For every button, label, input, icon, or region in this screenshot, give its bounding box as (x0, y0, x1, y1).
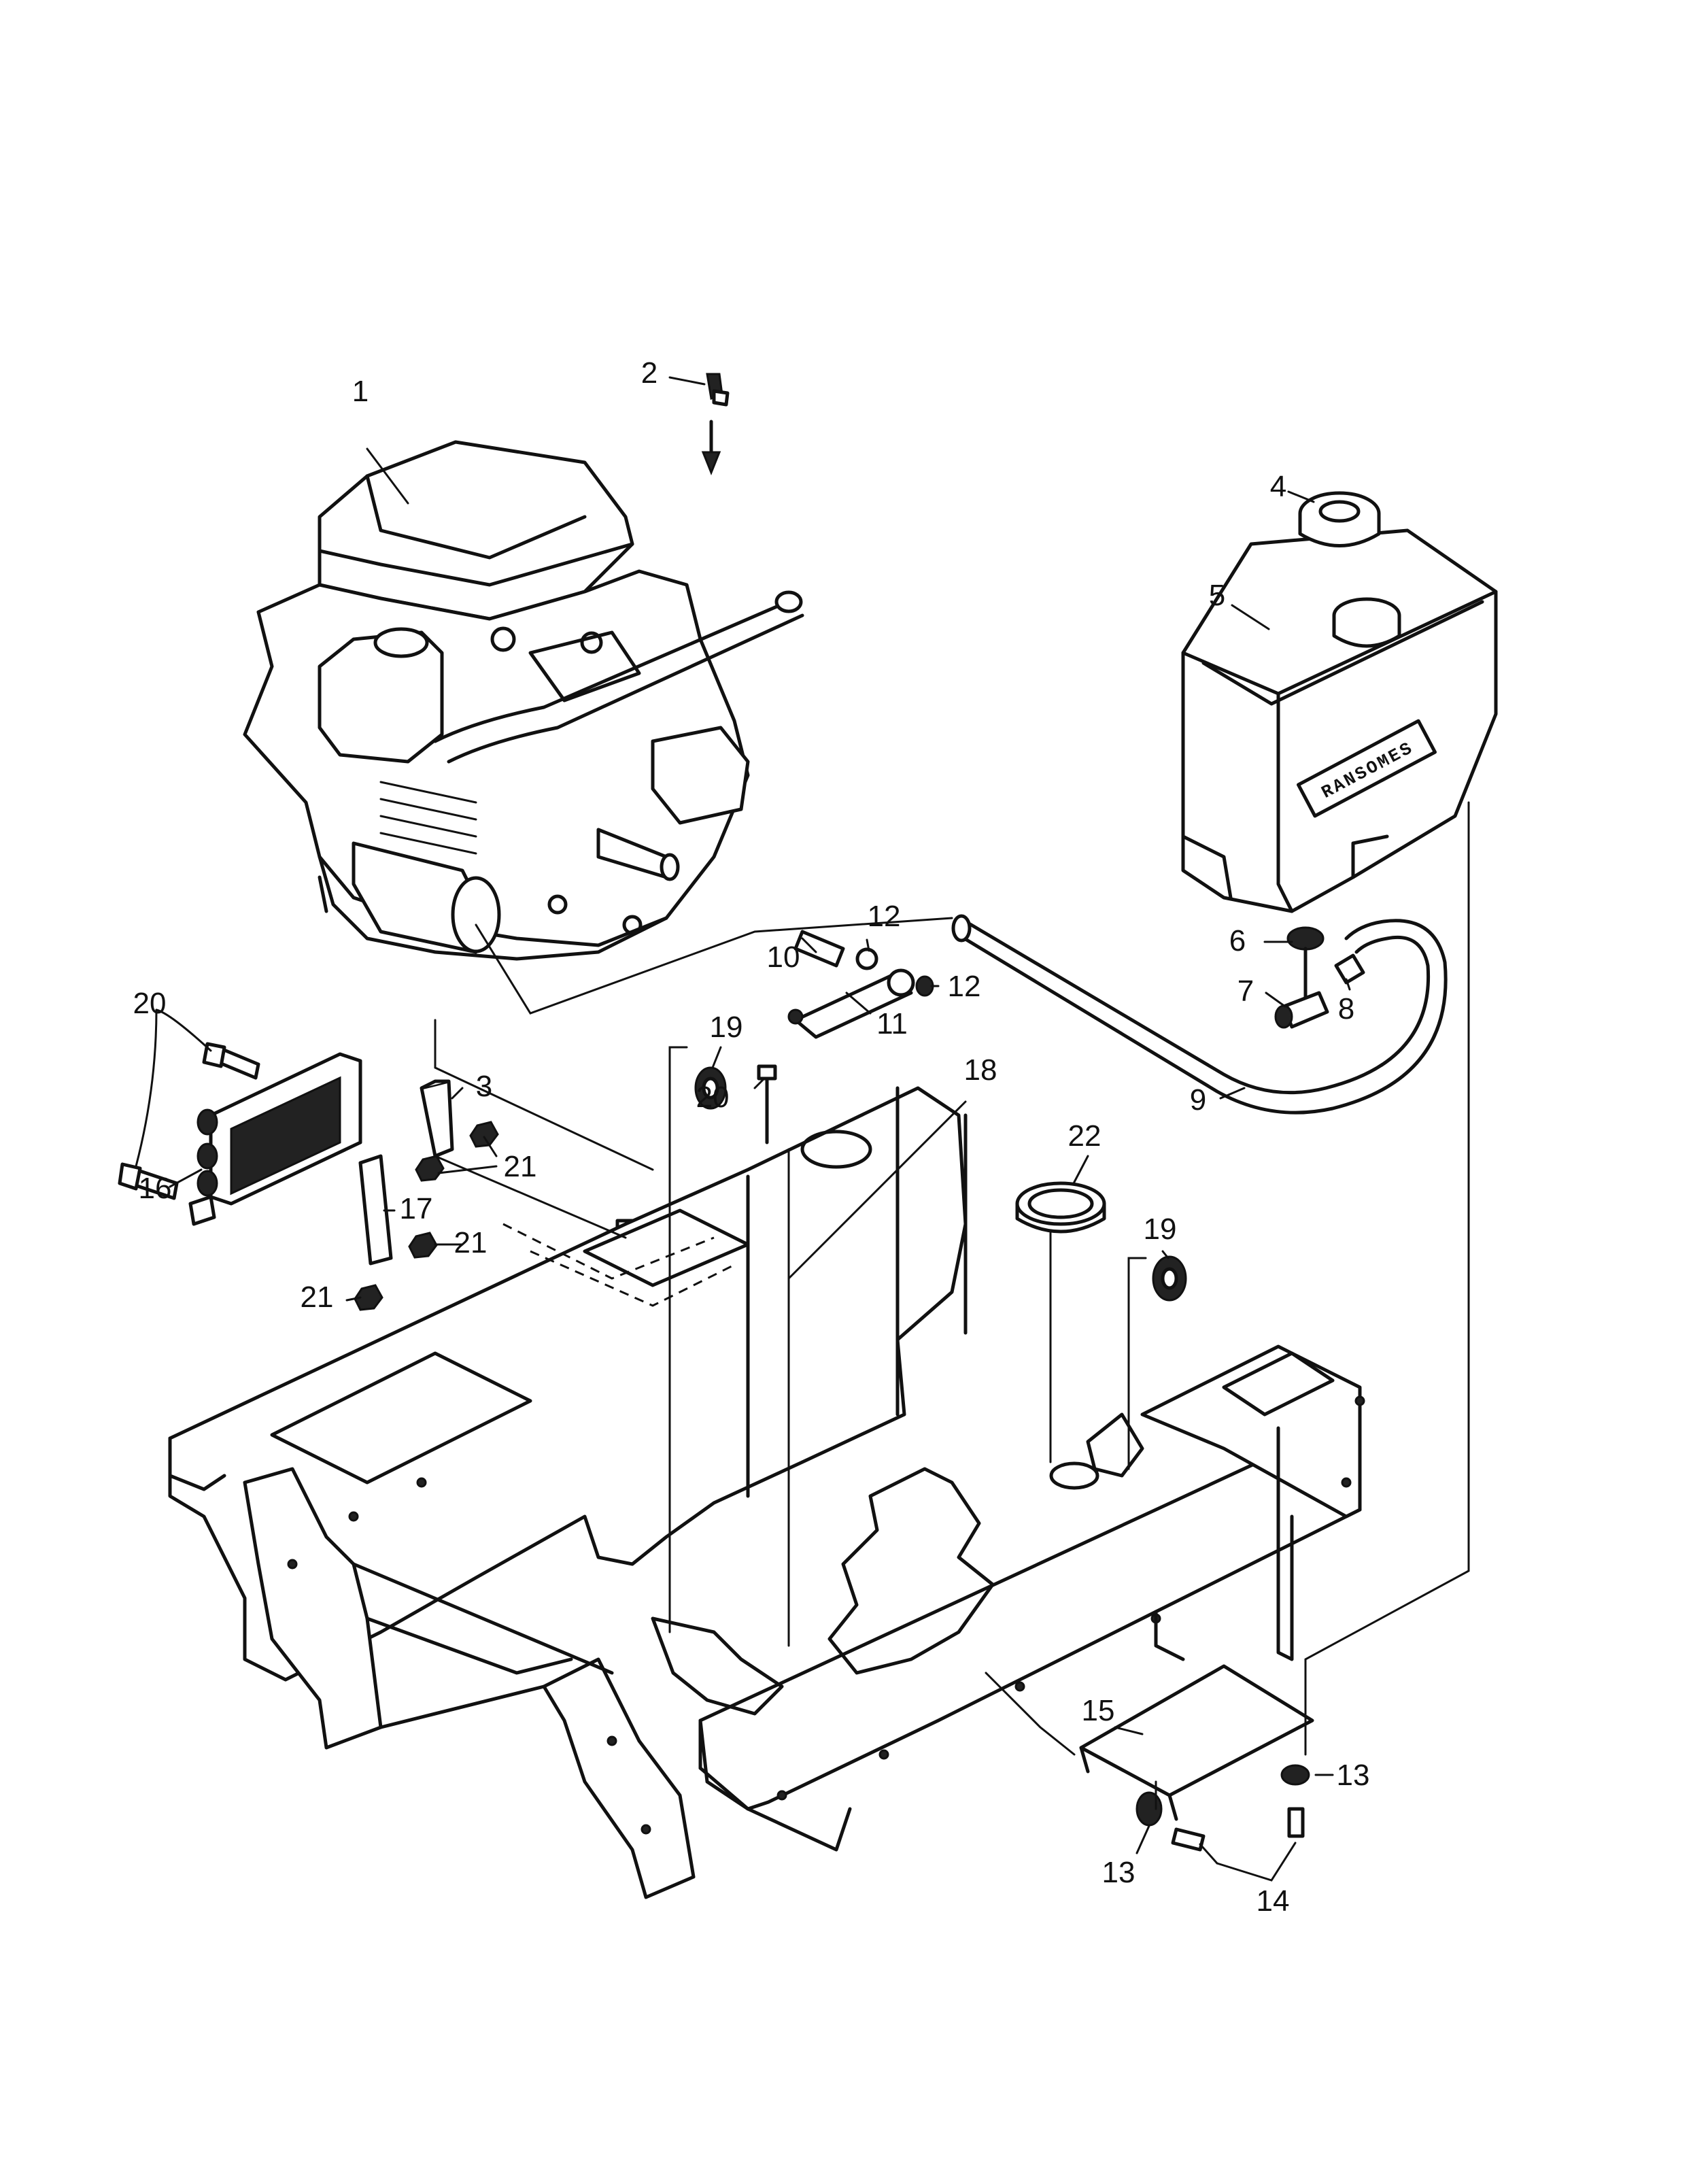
callout-15: 15 (1082, 1694, 1115, 1727)
grommets (694, 1066, 1187, 1302)
callout-5: 5 (1209, 579, 1225, 612)
callout-6: 6 (1229, 924, 1246, 957)
callout-9: 9 (1190, 1083, 1206, 1117)
engine (243, 440, 804, 961)
callout-16: 16 (139, 1172, 172, 1205)
callout-1: 1 (352, 375, 369, 408)
mount-bracket-hardware (787, 930, 934, 1039)
callout-22: 22 (1068, 1119, 1101, 1153)
clip-part (701, 373, 730, 476)
callout-19-left: 19 (710, 1011, 743, 1044)
callout-2: 2 (641, 356, 657, 390)
callout-17: 17 (400, 1192, 433, 1225)
callout-21-lower: 21 (301, 1281, 334, 1314)
callout-13-left: 13 (1102, 1856, 1135, 1889)
callout-10: 10 (767, 940, 800, 974)
leader-lines (135, 376, 1470, 1882)
brackets-and-nuts (354, 1079, 499, 1311)
callout-14: 14 (1257, 1884, 1290, 1918)
callout-8: 8 (1338, 992, 1354, 1025)
oil-cooler (188, 1052, 362, 1226)
callout-21-middle: 21 (454, 1226, 488, 1259)
callout-7: 7 (1237, 974, 1254, 1008)
callout-21-upper: 21 (504, 1150, 537, 1183)
fuel-tank: RANSOMES (1181, 528, 1498, 913)
fuel-hose (951, 914, 1448, 1115)
callout-3: 3 (476, 1070, 492, 1103)
callout-12-upper: 12 (868, 900, 901, 933)
callout-18: 18 (964, 1053, 997, 1087)
callout-20-left: 20 (133, 987, 167, 1020)
tank-cap (1298, 491, 1381, 547)
callout-4: 4 (1270, 470, 1286, 503)
callout-12-right: 12 (948, 970, 981, 1003)
fuel-fittings (1274, 926, 1365, 1029)
callout-19-right: 19 (1144, 1213, 1177, 1246)
callout-11: 11 (876, 1007, 908, 1040)
callout-13-right: 13 (1337, 1759, 1370, 1792)
callout-labels: 1 2 3 4 5 6 7 8 9 10 11 12 12 13 13 14 1… (133, 356, 1370, 1918)
callout-20-center: 20 (696, 1081, 730, 1114)
chassis-frame (168, 1086, 1365, 1899)
cover-plate (1079, 1664, 1314, 1852)
